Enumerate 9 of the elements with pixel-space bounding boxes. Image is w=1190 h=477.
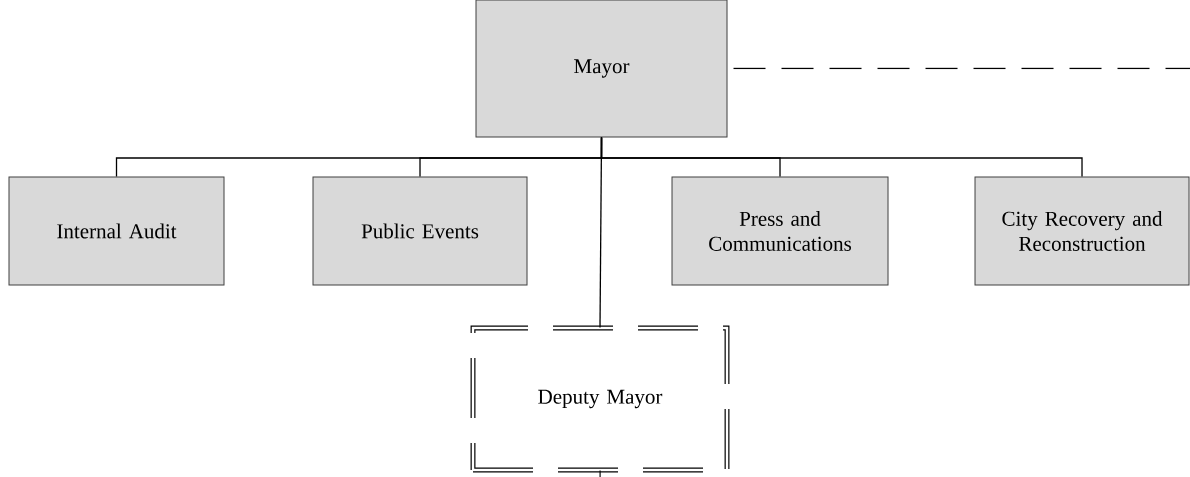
org-box: Internal Audit [8,176,225,286]
connector-line [732,67,1190,70]
org-box: Public Events [312,176,528,286]
dashed-org-box: Deputy Mayor [470,325,730,473]
connector-line [599,469,601,477]
org-box: Mayor [475,0,728,138]
org-box: City Recovery and Reconstruction [974,176,1190,286]
connector-line [599,136,603,329]
org-box: Press and Communications [671,176,889,286]
